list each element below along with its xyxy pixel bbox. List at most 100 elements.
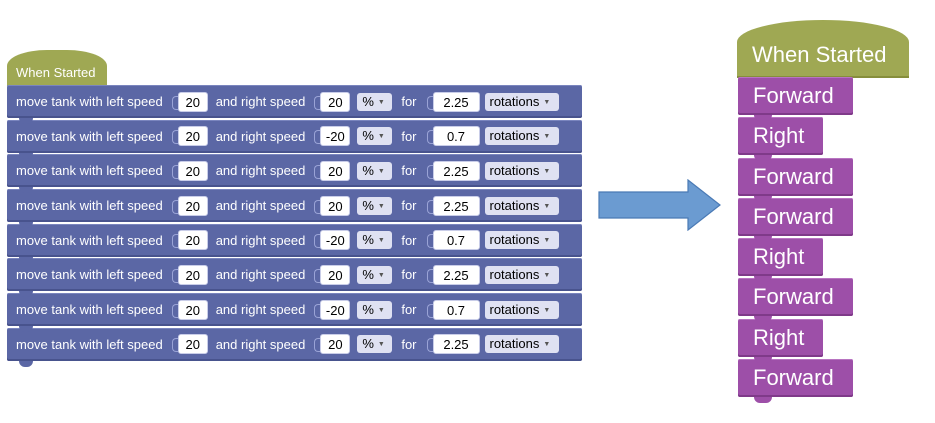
right-speed-input[interactable]: 20 <box>314 91 351 112</box>
right-speed-label: and right speed <box>215 163 306 179</box>
speed-unit-value: % <box>362 128 374 144</box>
right-speed-input[interactable]: -20 <box>314 299 351 320</box>
chevron-down-icon: ▼ <box>543 202 551 210</box>
amount-input[interactable]: 2.25 <box>426 334 480 355</box>
speed-unit-dropdown[interactable]: %▼ <box>357 300 393 319</box>
move-tank-block-6[interactable]: move tank with left speed 20 and right s… <box>7 258 582 298</box>
amount-unit-dropdown[interactable]: rotations▼ <box>484 231 559 250</box>
right-block-5[interactable]: Right <box>738 238 823 283</box>
forward-block-8[interactable]: Forward <box>738 359 853 404</box>
forward-block-6[interactable]: Forward <box>738 278 853 323</box>
block-label: move tank with left speed <box>16 198 163 214</box>
speed-unit-dropdown[interactable]: %▼ <box>357 196 393 215</box>
chevron-down-icon: ▼ <box>543 341 551 349</box>
speed-unit-dropdown[interactable]: %▼ <box>357 127 393 146</box>
speed-unit-dropdown[interactable]: %▼ <box>357 92 393 111</box>
move-block-label: Forward <box>753 83 834 108</box>
left-speed-input[interactable]: 20 <box>171 264 208 285</box>
speed-unit-dropdown[interactable]: %▼ <box>357 231 393 250</box>
forward-block-3[interactable]: Forward <box>738 157 853 202</box>
block-connector-notch <box>19 256 33 263</box>
right-speed-input[interactable]: -20 <box>314 126 351 147</box>
move-tank-block-7[interactable]: move tank with left speed 20 and right s… <box>7 293 582 333</box>
amount-input[interactable]: 0.7 <box>426 126 480 147</box>
move-block-label: Right <box>753 123 805 149</box>
left-speed-input[interactable]: 20 <box>171 91 208 112</box>
amount-unit-value: rotations <box>489 301 540 317</box>
right-speed-label: and right speed <box>215 302 306 318</box>
move-tank-block-8[interactable]: move tank with left speed 20 and right s… <box>7 327 582 367</box>
move-tank-block-1[interactable]: move tank with left speed 20 and right s… <box>7 85 582 124</box>
chevron-down-icon: ▼ <box>543 133 551 141</box>
move-block-label: Forward <box>753 163 834 189</box>
move-block-label: Forward <box>753 203 834 229</box>
when-started-hat-block[interactable]: When Started <box>7 50 107 86</box>
chevron-down-icon: ▼ <box>377 202 385 210</box>
left-speed-input[interactable]: 20 <box>171 334 208 355</box>
forward-block-4[interactable]: Forward <box>738 197 853 242</box>
right-speed-input[interactable]: 20 <box>314 160 351 181</box>
chevron-down-icon: ▼ <box>377 167 385 175</box>
speed-unit-dropdown[interactable]: %▼ <box>357 335 393 354</box>
transform-arrow-icon <box>598 179 721 231</box>
for-label: for <box>401 198 417 214</box>
amount-unit-value: rotations <box>489 162 540 178</box>
chevron-down-icon: ▼ <box>543 306 551 314</box>
right-speed-input[interactable]: -20 <box>314 230 351 251</box>
block-connector-notch <box>754 276 772 283</box>
move-tank-block-3[interactable]: move tank with left speed 20 and right s… <box>7 154 582 194</box>
left-speed-input[interactable]: 20 <box>171 299 208 320</box>
amount-unit-dropdown[interactable]: rotations▼ <box>484 196 559 215</box>
amount-unit-dropdown[interactable]: rotations▼ <box>484 300 559 319</box>
block-connector-notch <box>754 235 772 242</box>
move-tank-block-4[interactable]: move tank with left speed 20 and right s… <box>7 189 582 229</box>
amount-unit-dropdown[interactable]: rotations▼ <box>484 265 559 284</box>
move-block-label: Right <box>753 244 805 270</box>
amount-input[interactable]: 2.25 <box>426 264 480 285</box>
for-label: for <box>401 336 417 352</box>
right-speed-input[interactable]: 20 <box>314 195 351 216</box>
left-speed-input[interactable]: 20 <box>171 230 208 251</box>
chevron-down-icon: ▼ <box>377 306 385 314</box>
block-connector-notch <box>754 115 772 121</box>
amount-input[interactable]: 0.7 <box>426 230 480 251</box>
left-speed-input[interactable]: 20 <box>171 195 208 216</box>
speed-unit-value: % <box>362 232 374 248</box>
speed-unit-dropdown[interactable]: %▼ <box>357 161 393 180</box>
amount-input[interactable]: 2.25 <box>426 160 480 181</box>
for-label: for <box>401 232 417 248</box>
block-connector-notch <box>19 187 33 194</box>
when-started-hat-block-large[interactable]: When Started <box>737 20 909 78</box>
amount-input[interactable]: 2.25 <box>426 91 480 112</box>
amount-unit-dropdown[interactable]: rotations▼ <box>484 92 559 111</box>
block-label: move tank with left speed <box>16 336 163 352</box>
right-speed-input[interactable]: 20 <box>314 334 351 355</box>
chevron-down-icon: ▼ <box>377 98 385 106</box>
right-block-7[interactable]: Right <box>738 318 823 363</box>
block-connector-notch <box>19 326 33 333</box>
amount-input[interactable]: 0.7 <box>426 299 480 320</box>
block-connector-notch <box>754 356 772 363</box>
block-connector-notch <box>19 222 33 229</box>
move-tank-block-5[interactable]: move tank with left speed 20 and right s… <box>7 223 582 263</box>
left-speed-input[interactable]: 20 <box>171 160 208 181</box>
move-tank-block-2[interactable]: move tank with left speed 20 and right s… <box>7 119 582 159</box>
amount-unit-dropdown[interactable]: rotations▼ <box>484 127 559 146</box>
left-speed-input[interactable]: 20 <box>171 126 208 147</box>
amount-unit-dropdown[interactable]: rotations▼ <box>484 161 559 180</box>
right-speed-input[interactable]: 20 <box>314 264 351 285</box>
speed-unit-value: % <box>362 197 374 213</box>
block-label: move tank with left speed <box>16 94 163 109</box>
speed-unit-dropdown[interactable]: %▼ <box>357 265 393 284</box>
chevron-down-icon: ▼ <box>377 133 385 141</box>
amount-input[interactable]: 2.25 <box>426 195 480 216</box>
amount-unit-value: rotations <box>489 232 540 248</box>
right-block-2[interactable]: Right <box>738 117 823 162</box>
amount-unit-dropdown[interactable]: rotations▼ <box>484 335 559 354</box>
block-label: move tank with left speed <box>16 128 163 144</box>
chevron-down-icon: ▼ <box>543 98 551 106</box>
block-label: move tank with left speed <box>16 232 163 248</box>
block-connector-notch <box>754 155 772 162</box>
chevron-down-icon: ▼ <box>377 271 385 279</box>
forward-block-1[interactable]: Forward <box>738 77 853 121</box>
